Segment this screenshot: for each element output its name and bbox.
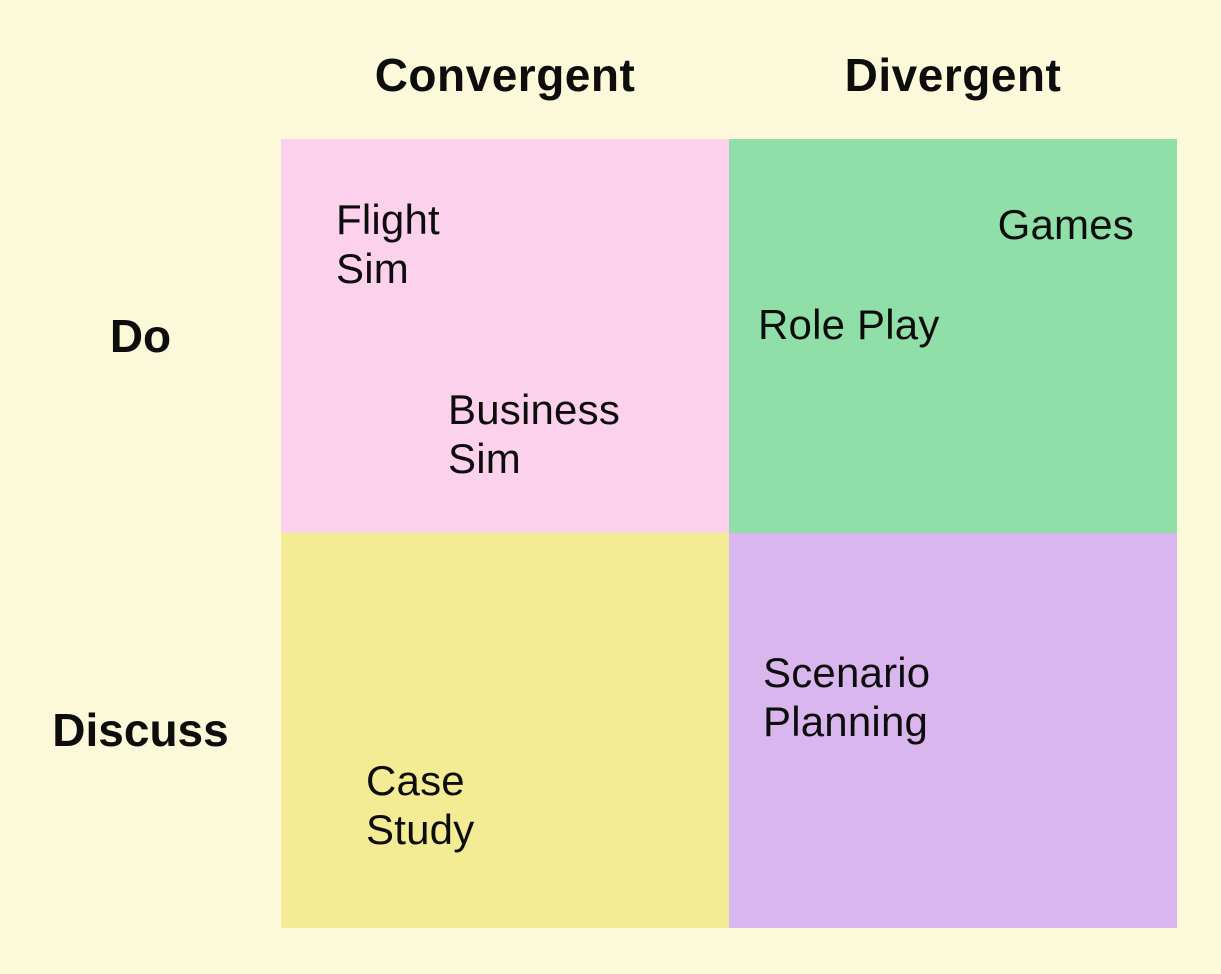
quadrant-do-convergent	[281, 139, 729, 533]
column-header-convergent: Convergent	[374, 49, 636, 101]
column-header-divergent: Divergent	[844, 49, 1062, 101]
matrix-item-business-sim: Business Sim	[448, 386, 621, 482]
quadrant-do-divergent	[729, 139, 1177, 533]
matrix-item-flight-sim: Flight Sim	[336, 196, 440, 292]
matrix-item-games: Games	[997, 201, 1134, 248]
quadrant-discuss-divergent	[729, 533, 1177, 928]
quadrant-discuss-convergent	[281, 533, 729, 928]
matrix-item-case-study: Case Study	[366, 757, 475, 853]
matrix-item-role-play: Role Play	[758, 301, 940, 348]
matrix-item-scenario-planning: Scenario Planning	[763, 649, 931, 745]
row-header-discuss: Discuss	[52, 704, 229, 756]
row-header-do: Do	[109, 310, 172, 362]
matrix-grid	[281, 139, 1177, 928]
